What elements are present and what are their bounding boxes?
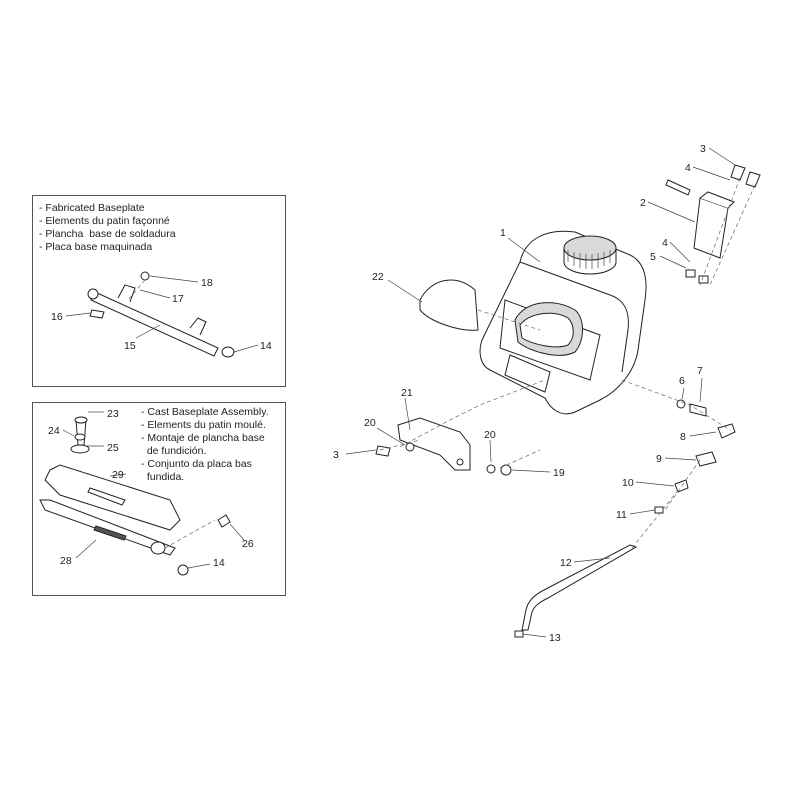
part-20-washer-b [486,464,496,474]
part-2-bracket [693,191,735,259]
callout-7: 7 [697,365,703,377]
callout-4-top: 4 [685,162,691,174]
inset-fabricated-baseplate: - Fabricated Baseplate - Elements du pat… [32,195,286,387]
inset-fabricated-line-4: - Placa base maquinada [39,241,153,253]
callout-leaders [345,147,736,638]
part-7-fitting [689,403,707,417]
callout-24: 24 [48,425,60,437]
part-3-bolts [730,164,761,188]
inset-fabricated-line-1: - Fabricated Baseplate [39,202,145,214]
callout-14-top: 14 [260,340,272,352]
callout-25: 25 [107,442,119,454]
part-5-nut-a [685,269,696,278]
part-pin [665,179,691,196]
part-19-nut [500,464,512,476]
dashed-guides [379,177,756,549]
callout-20-left: 20 [364,417,376,429]
callout-20-right: 20 [484,429,496,441]
part-13-cap [514,630,524,638]
callout-13: 13 [549,632,561,644]
part-5-nut-b [698,275,709,284]
callout-17: 17 [172,293,184,305]
part-20-washer-a [405,442,415,452]
callout-2: 2 [640,197,646,209]
callout-5: 5 [650,251,656,263]
callout-10: 10 [622,477,634,489]
callout-28: 28 [60,555,72,567]
callout-22: 22 [372,271,384,283]
part-3-bolt-left [375,445,391,457]
inset-cast-line-5: - Conjunto da placa bas [141,458,252,470]
callout-3-top: 3 [700,143,706,155]
inset-cast-line-4: de fundición. [141,445,207,457]
part-6-washer [676,399,686,409]
inset-cast-line-2: - Elements du patin moulé. [141,419,266,431]
inset-fabricated-line-3: - Plancha base de soldadura [39,228,176,240]
callout-9: 9 [656,453,662,465]
callout-6: 6 [679,375,685,387]
inset-cast-line-1: - Cast Baseplate Assembly. [141,406,269,418]
callout-23: 23 [107,408,119,420]
part-12-rod [521,544,638,631]
callout-21: 21 [401,387,413,399]
cast-baseplate-drawing [39,411,245,576]
callout-29: 29 [112,469,124,481]
part-8-elbow [717,423,736,439]
callout-16: 16 [51,311,63,323]
inset-cast-line-6: fundida. [141,471,185,483]
part-22-lid [419,279,479,331]
water-tank [479,230,647,415]
callout-labels: 1 2 3 4 4 5 22 21 20 3 20 19 6 7 8 9 10 … [48,143,706,644]
callout-14-bottom: 14 [213,557,225,569]
fabricated-baseplate-drawing [65,271,259,358]
inset-fabricated-line-2: - Elements du patin façonné [39,215,170,227]
callout-19: 19 [553,467,565,479]
callout-12: 12 [560,557,572,569]
callout-8: 8 [680,431,686,443]
part-9-valve [695,451,717,467]
inset-cast-line-3: - Montaje de plancha base [141,432,265,444]
callout-1: 1 [500,227,506,239]
callout-15: 15 [124,340,136,352]
callout-11: 11 [616,509,627,521]
part-11-clamp [654,506,664,514]
callout-4-mid: 4 [662,237,668,249]
callout-18: 18 [201,277,213,289]
callout-3-left: 3 [333,449,339,461]
callout-26: 26 [242,538,254,550]
